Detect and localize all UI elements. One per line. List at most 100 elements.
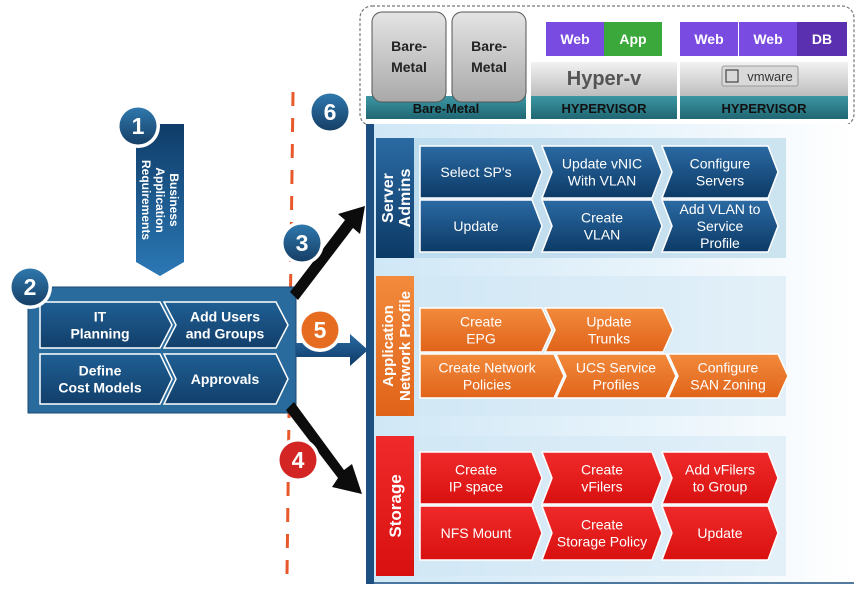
arrow-to-app-profile [296, 334, 368, 366]
hyperv-label: HYPERVISOR [561, 101, 647, 116]
vmware-logo-mark-icon [725, 69, 739, 83]
storage-title: Storage [386, 474, 405, 537]
app-profile-title-line2: Network Profile [397, 291, 414, 401]
step-2-badge-number: 2 [24, 274, 37, 300]
vmware-logo-text: vmware [747, 69, 793, 84]
server-cell-select-sps[interactable]: Select SP's [419, 145, 543, 199]
baremetal-server-1-label-line1: Bare- [391, 38, 427, 54]
server-cell-add-vlan-label-line1: Add VLAN to [680, 201, 761, 217]
baremetal-server-2[interactable] [451, 11, 527, 103]
vmware-chip-db[interactable] [797, 22, 847, 56]
server-cell-add-vlan-label-line2: Service [697, 218, 744, 234]
arrow-to-storage [286, 402, 362, 494]
hyperv-chip-web-label: Web [560, 31, 589, 47]
step-5-badge-number: 5 [314, 317, 327, 343]
step-4-badge-number: 4 [292, 447, 305, 473]
storage-cell-create-storage-policy-shape [540, 505, 663, 561]
storage-cell-nfs-mount[interactable]: NFS Mount [419, 505, 543, 561]
vmware-teal-band [680, 96, 848, 119]
server-admins-title: Server Admins [380, 169, 414, 228]
server-cell-create-vlan-label-line2: VLAN [584, 226, 621, 242]
it-cell-define-cost-models-shape [39, 353, 173, 405]
step-3-badge: 3 [280, 221, 324, 265]
business-requirements-line2: Application [153, 167, 167, 232]
server-cell-update-vnic-label-line1: Update vNIC [562, 155, 642, 171]
business-requirements-arrow[interactable] [136, 124, 184, 276]
app-cell-create-network-policies-label-line2: Policies [463, 376, 511, 392]
connector-arrows [286, 206, 368, 494]
storage-cell-add-vfilers-to-group-label-line1: Add vFilers [685, 461, 755, 477]
hyperv-chip-app-label: App [619, 31, 646, 47]
step-5-badge: 5 [298, 308, 342, 352]
step-3-badge-number: 3 [296, 230, 309, 256]
storage-cell-create-ip-space-shape [419, 451, 543, 505]
server-cell-add-vlan-label-line3: Profile [700, 235, 740, 251]
step-1-badge-disc [119, 107, 157, 145]
vmware-chip-web-2[interactable] [739, 22, 797, 56]
server-cell-select-sps-shape [419, 145, 543, 199]
hyperv-chip-web[interactable] [546, 22, 604, 56]
hyperv-teal-band [531, 96, 677, 119]
server-cell-create-vlan-label-line1: Create [581, 209, 623, 225]
step-4-badge: 4 [276, 438, 320, 482]
storage-cell-update[interactable]: Update [660, 505, 779, 561]
vmware-chip-db-label: DB [812, 31, 832, 47]
business-requirements-text: Business Application Requirements [139, 160, 181, 240]
app-cell-create-epg-label-line2: EPG [466, 330, 496, 346]
server-cell-configure-servers-label-line1: Configure [690, 155, 751, 171]
server-admins-title-line1: Server [380, 173, 397, 223]
app-cell-update-trunks-label-line2: Trunks [588, 330, 630, 346]
it-cell-it-planning-shape [39, 301, 173, 349]
app-cell-update-trunks-shape [543, 307, 674, 353]
storage-cell-create-ip-space-label-line2: IP space [449, 478, 503, 494]
storage-cell-nfs-mount-label-line1: NFS Mount [441, 525, 512, 541]
server-cell-configure-servers-label-line2: Servers [696, 172, 744, 188]
server-cell-update-vnic-label-line2: With VLAN [568, 172, 636, 188]
it-cell-add-users-groups-shape [162, 301, 289, 349]
it-cell-approvals-label-line1: Approvals [191, 371, 260, 387]
it-cell-it-planning-label-line2: Planning [70, 325, 129, 341]
baremetal-server-1[interactable] [371, 11, 447, 103]
app-cell-ucs-service-profiles-shape [554, 353, 677, 399]
storage-title-line1: Storage [386, 474, 405, 537]
it-cell-approvals[interactable]: Approvals [162, 353, 289, 405]
storage-cell-create-vfilers-label-line1: Create [581, 461, 623, 477]
app-cell-create-epg-label-line1: Create [460, 313, 502, 329]
server-cell-add-vlan-shape [660, 199, 779, 253]
baremetal-band-label: Bare-Metal [413, 101, 479, 116]
business-requirements-line1: Business [167, 173, 181, 227]
app-cell-create-network-policies-label-line1: Create Network [438, 359, 536, 375]
step-1-badge: 1 [116, 104, 160, 148]
step-5-badge-disc [301, 311, 339, 349]
it-cell-it-planning-label-line1: IT [94, 308, 107, 324]
app-profile-title-line1: Application [380, 305, 397, 387]
storage-title-bar[interactable] [376, 436, 414, 576]
app-profile-title-bar[interactable] [376, 276, 414, 416]
hyperv-gray-band [531, 62, 677, 96]
vmware-chip-web-1[interactable] [680, 22, 738, 56]
server-admins-title-bar[interactable] [376, 138, 414, 258]
hyperv-chip-app[interactable] [604, 22, 662, 56]
server-cell-update[interactable]: Update [419, 199, 543, 253]
step-6-badge-disc [311, 93, 349, 131]
step-6-badge: 6 [308, 90, 352, 134]
step-4-badge-disc [279, 441, 317, 479]
